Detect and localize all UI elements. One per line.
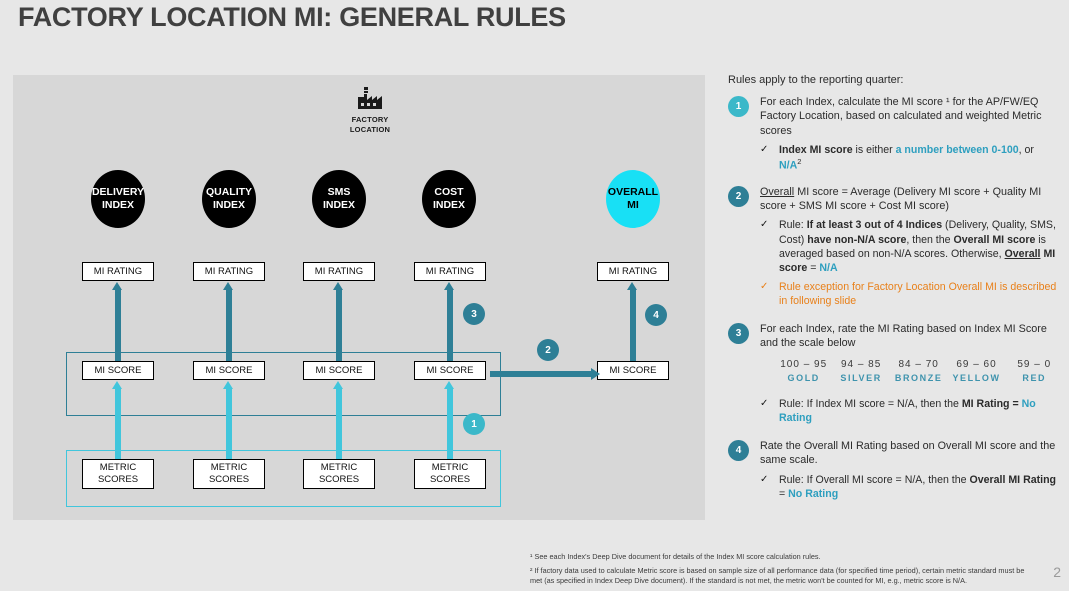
scale-col-red: 59 – 0 RED	[1017, 358, 1052, 383]
diagram-badge-2: 2	[537, 339, 559, 361]
mi-score-box-sms[interactable]: MI SCORE	[303, 361, 375, 380]
scale-col-bronze: 84 – 70 BRONZE	[894, 358, 943, 383]
rule-badge-1: 1	[728, 96, 749, 117]
mi-rating-scale: 100 – 95 GOLD 94 – 85 SILVER 84 – 70 BRO…	[780, 359, 1058, 383]
mi-rating-box-cost[interactable]: MI RATING	[414, 262, 486, 281]
arrow-cost-score-to-overall-score	[490, 368, 600, 380]
diagram-badge-3: 3	[463, 303, 485, 325]
arrow-score-to-rating-sms	[333, 282, 344, 361]
page-title: FACTORY LOCATION MI: GENERAL RULES	[18, 2, 566, 32]
rules-panel: Rules apply to the reporting quarter: 1 …	[728, 74, 1058, 508]
check-icon: ✓	[760, 473, 769, 485]
arrow-score-to-rating-quality	[223, 282, 234, 361]
diagram-badge-4: 4	[645, 304, 667, 326]
mi-rating-box-sms[interactable]: MI RATING	[303, 262, 375, 281]
rule-badge-2: 2	[728, 185, 749, 207]
rule-sub-2b-exception: ✓ Rule exception for Factory Location Ov…	[760, 280, 1057, 307]
arrow-metric-to-score-sms	[333, 381, 344, 459]
mi-score-box-quality[interactable]: MI SCORE	[193, 361, 265, 380]
check-icon: ✓	[760, 144, 769, 156]
mi-rating-box-delivery[interactable]: MI RATING	[82, 262, 154, 281]
factory-icon	[358, 87, 382, 109]
metric-score-group-outline	[66, 450, 501, 507]
arrow-score-to-rating-delivery	[112, 282, 123, 361]
rule-text-2: Overall Overall MI score = Average (Deli…	[760, 185, 1042, 213]
mi-score-box-overall[interactable]: MI SCORE	[597, 361, 669, 380]
rule-text-4: Rate the Overall MI Rating based on Over…	[760, 439, 1056, 467]
diagram-badge-1: 1	[463, 413, 485, 435]
rule-badge-3: 3	[728, 322, 749, 344]
check-icon: ✓	[760, 219, 769, 231]
mi-rating-box-overall[interactable]: MI RATING	[597, 262, 669, 281]
mi-score-box-delivery[interactable]: MI SCORE	[82, 361, 154, 380]
rule-sub-4: ✓ Rule: If Overall MI score = N/A, then …	[760, 473, 1057, 500]
arrow-metric-to-score-cost	[444, 381, 455, 459]
rule-text-2-body: MI score = Average (Delivery MI score + …	[760, 185, 1042, 213]
rule-sub-1: ✓ Index MI score is either a number betw…	[760, 144, 1034, 172]
arrow-metric-to-score-quality	[223, 381, 234, 459]
check-icon: ✓	[760, 280, 769, 292]
rule-sub-2a: ✓ Rule: If at least 3 out of 4 Indices (…	[760, 219, 1056, 274]
rule-item-2: 2 Overall Overall MI score = Average (De…	[728, 185, 1058, 308]
rule-sub-3: ✓ Rule: If Index MI score = N/A, then th…	[760, 397, 1036, 424]
rule-text-1: For each Index, calculate the MI score ¹…	[760, 96, 1042, 137]
arrow-metric-to-score-delivery	[112, 381, 123, 459]
factory-location-block: FACTORY LOCATION	[338, 87, 402, 135]
rule-text-3: For each Index, rate the MI Rating based…	[760, 322, 1047, 350]
index-score-group-outline	[66, 352, 501, 416]
arrow-score-to-rating-overall	[627, 282, 638, 361]
check-icon: ✓	[760, 397, 769, 409]
page-number: 2	[1053, 564, 1061, 580]
rule-item-1: 1 For each Index, calculate the MI score…	[728, 95, 1058, 173]
footnote-2: ² If factory data used to calculate Metr…	[530, 565, 1025, 585]
scale-col-silver: 94 – 85 SILVER	[840, 358, 882, 383]
mi-rating-box-quality[interactable]: MI RATING	[193, 262, 265, 281]
rule-item-4: 4 Rate the Overall MI Rating based on Ov…	[728, 439, 1058, 501]
scale-col-gold: 100 – 95 GOLD	[780, 358, 828, 383]
mi-score-box-cost[interactable]: MI SCORE	[414, 361, 486, 380]
arrow-score-to-rating-cost	[444, 282, 455, 361]
footnote-1: ¹ See each Index's Deep Dive document fo…	[530, 552, 821, 561]
rule-badge-4: 4	[728, 439, 749, 461]
scale-col-yellow: 69 – 60 YELLOW	[952, 358, 1001, 383]
rule-item-3: 3 For each Index, rate the MI Rating bas…	[728, 322, 1058, 425]
factory-location-label: FACTORY LOCATION	[349, 115, 391, 135]
footnotes: ¹ See each Index's Deep Dive document fo…	[530, 552, 1030, 590]
rules-intro: Rules apply to the reporting quarter:	[728, 74, 904, 86]
